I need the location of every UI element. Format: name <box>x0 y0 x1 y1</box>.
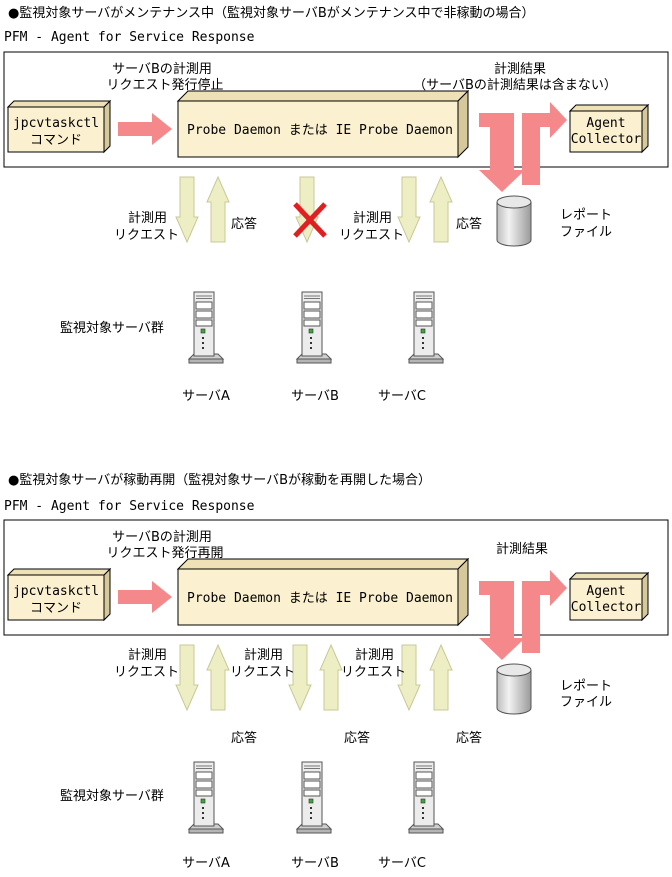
result-to-report-arrow <box>479 113 525 192</box>
server-a-icon <box>188 291 224 364</box>
server-a-label: サーバA <box>182 389 230 404</box>
server-c-icon <box>408 761 444 834</box>
server-a-icon <box>188 761 224 834</box>
server-b-label: サーバB <box>291 389 339 404</box>
resume-note-line2: リクエスト発行再開 <box>106 546 223 561</box>
result-to-agent-arrow <box>522 102 567 185</box>
agent-collector-box: Agent Collector <box>568 103 650 154</box>
collector-label: Collector <box>571 132 642 147</box>
probe-daemon-box: Probe Daemon または IE Probe Daemon <box>176 89 470 159</box>
section-maintenance: ●監視対象サーバがメンテナンス中（監視対象サーバBがメンテナンス中で非稼動の場合… <box>3 5 669 404</box>
server-b-icon <box>296 291 332 364</box>
report-label-line2: ファイル <box>560 225 612 240</box>
command-label: コマンド <box>30 133 82 148</box>
command-name: jpcvtaskctl <box>13 584 99 599</box>
response-arrow-c <box>429 644 453 711</box>
server-b-icon <box>296 761 332 834</box>
report-file-icon <box>496 195 532 247</box>
product-label: PFM - Agent for Service Response <box>4 30 255 45</box>
request-label-a-line1: 計測用 <box>128 210 167 226</box>
command-name: jpcvtaskctl <box>13 116 99 131</box>
request-label-a-line2: リクエスト <box>114 665 179 680</box>
command-to-probe-arrow <box>118 581 172 613</box>
stop-note-line1: サーバBの計測用 <box>112 61 212 77</box>
server-b-label: サーバB <box>291 856 339 871</box>
pfm-frame <box>3 51 669 168</box>
request-arrow-a <box>175 644 199 711</box>
result-to-report-arrow <box>479 581 525 660</box>
section-resume: ●監視対象サーバが稼動再開（監視対象サーバBが稼動を再開した場合） PFM - … <box>3 472 669 871</box>
command-box: jpcvtaskctl コマンド <box>6 567 112 622</box>
report-file-icon <box>496 663 532 715</box>
response-arrow-b <box>319 644 343 711</box>
agent-label: Agent <box>586 116 625 131</box>
pfm-frame <box>3 519 669 636</box>
request-stopped-cross-icon <box>293 202 327 238</box>
request-label-c-line1: 計測用 <box>355 647 394 663</box>
section-heading: ●監視対象サーバがメンテナンス中（監視対象サーバBがメンテナンス中で非稼動の場合… <box>8 5 534 21</box>
collector-label: Collector <box>571 600 642 615</box>
report-label-line1: レポート <box>560 208 612 223</box>
report-label-line2: ファイル <box>560 695 612 710</box>
stop-note-line2: リクエスト発行停止 <box>106 77 223 93</box>
server-group-label: 監視対象サーバ群 <box>60 320 164 336</box>
response-arrow-a <box>206 176 230 243</box>
probe-daemon-label: Probe Daemon または IE Probe Daemon <box>187 591 453 606</box>
command-box: jpcvtaskctl コマンド <box>6 99 112 154</box>
probe-daemon-label: Probe Daemon または IE Probe Daemon <box>187 123 453 138</box>
result-label: 計測結果 <box>496 541 548 557</box>
report-label-line1: レポート <box>560 679 612 694</box>
response-arrow-a <box>206 644 230 711</box>
agent-label: Agent <box>586 584 625 599</box>
result-label: 計測結果 <box>494 61 546 77</box>
request-label-c-line2: リクエスト <box>339 228 404 243</box>
server-group-label: 監視対象サーバ群 <box>60 788 164 804</box>
request-label-b-line2: リクエスト <box>230 665 295 680</box>
request-label-b-line1: 計測用 <box>244 647 283 663</box>
request-label-a-line1: 計測用 <box>128 647 167 663</box>
command-to-probe-arrow <box>118 113 172 145</box>
server-a-label: サーバA <box>182 856 230 871</box>
server-c-icon <box>408 291 444 364</box>
server-c-label: サーバC <box>378 856 426 871</box>
resume-note-line1: サーバBの計測用 <box>112 529 212 545</box>
request-arrow-a <box>175 176 199 243</box>
response-label-a: 応答 <box>231 216 257 232</box>
response-label-c: 応答 <box>456 730 482 746</box>
probe-daemon-box: Probe Daemon または IE Probe Daemon <box>176 557 470 627</box>
response-label-c: 応答 <box>456 216 482 232</box>
agent-collector-box: Agent Collector <box>568 571 650 622</box>
response-label-b: 応答 <box>344 730 370 746</box>
result-note: （サーバBの計測結果は含まない） <box>413 77 617 93</box>
result-to-agent-arrow <box>522 570 567 653</box>
section-heading: ●監視対象サーバが稼動再開（監視対象サーバBが稼動を再開した場合） <box>8 472 431 488</box>
command-label: コマンド <box>30 601 82 616</box>
request-label-a-line2: リクエスト <box>114 228 179 243</box>
product-label: PFM - Agent for Service Response <box>4 499 255 514</box>
response-arrow-c <box>429 176 453 243</box>
response-label-a: 応答 <box>231 730 257 746</box>
request-label-c-line2: リクエスト <box>341 665 406 680</box>
request-label-c-line1: 計測用 <box>353 210 392 226</box>
server-c-label: サーバC <box>378 389 426 404</box>
